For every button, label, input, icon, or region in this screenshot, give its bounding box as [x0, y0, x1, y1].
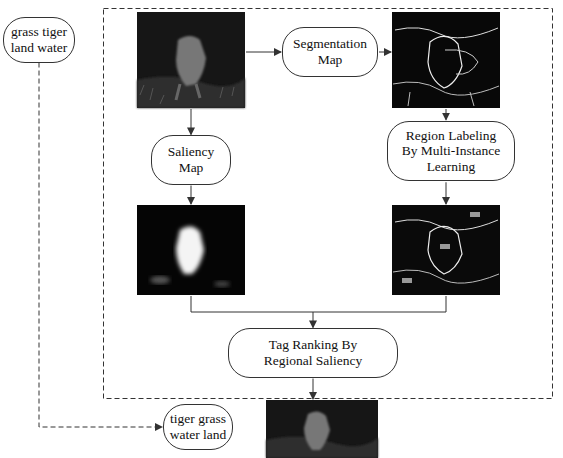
- saliency-spot: [150, 276, 170, 284]
- label-tag: [440, 244, 450, 249]
- dashed-frame: [104, 9, 553, 399]
- flow-arrow: [313, 312, 314, 327]
- flow-arrow: [191, 186, 192, 204]
- process-box: Tag Ranking By Regional Saliency: [228, 328, 398, 377]
- saliency-blob: [176, 226, 204, 274]
- seg-contour: [428, 36, 462, 88]
- saliency-image: [137, 205, 245, 295]
- flow-arrow: [379, 52, 391, 53]
- flow-arrow: [191, 109, 192, 134]
- process-box: grass tiger land water: [3, 17, 75, 62]
- box-label: Tag Ranking By Regional Saliency: [257, 337, 369, 368]
- tiger-figure: [176, 36, 206, 86]
- box-label: grass tiger land water: [7, 24, 71, 55]
- seg-contour: [445, 50, 478, 75]
- process-box: Saliency Map: [151, 135, 231, 184]
- label-contour: [395, 220, 498, 230]
- input-photo: [137, 12, 245, 108]
- flow-arrow: [446, 109, 447, 120]
- flow-arrow: [446, 182, 447, 204]
- grass-strokes: [140, 85, 234, 104]
- label-contour: [393, 270, 499, 283]
- seg-ground: [392, 12, 500, 108]
- photo-ground: [266, 400, 378, 458]
- label-tag: [470, 212, 480, 217]
- tiger-figure: [304, 411, 330, 450]
- saliency-ground: [137, 205, 245, 295]
- seg-contour: [393, 82, 499, 106]
- dashed-connector: [39, 63, 162, 427]
- flow-arrow: [246, 52, 281, 53]
- box-label: Segmentation Map: [289, 36, 371, 67]
- box-label: tiger grass water land: [167, 411, 229, 442]
- flow-arrow: [313, 379, 314, 399]
- label-tag: [402, 278, 412, 283]
- saliency-spot: [214, 281, 230, 287]
- tiger-legs: [176, 84, 200, 100]
- output-photo: [266, 400, 378, 458]
- photo-ground: [137, 12, 245, 108]
- segmentation-image: [392, 12, 500, 108]
- process-box: Segmentation Map: [282, 27, 378, 76]
- box-label: Saliency Map: [160, 144, 222, 175]
- merge-line: [191, 296, 446, 312]
- box-label: Region Labeling By Multi-Instance Learni…: [398, 128, 504, 175]
- labeled-image: [392, 205, 500, 295]
- label-contour: [428, 226, 462, 274]
- process-box: Region Labeling By Multi-Instance Learni…: [387, 121, 515, 182]
- labeled-ground: [392, 205, 500, 295]
- process-box: tiger grass water land: [163, 404, 233, 449]
